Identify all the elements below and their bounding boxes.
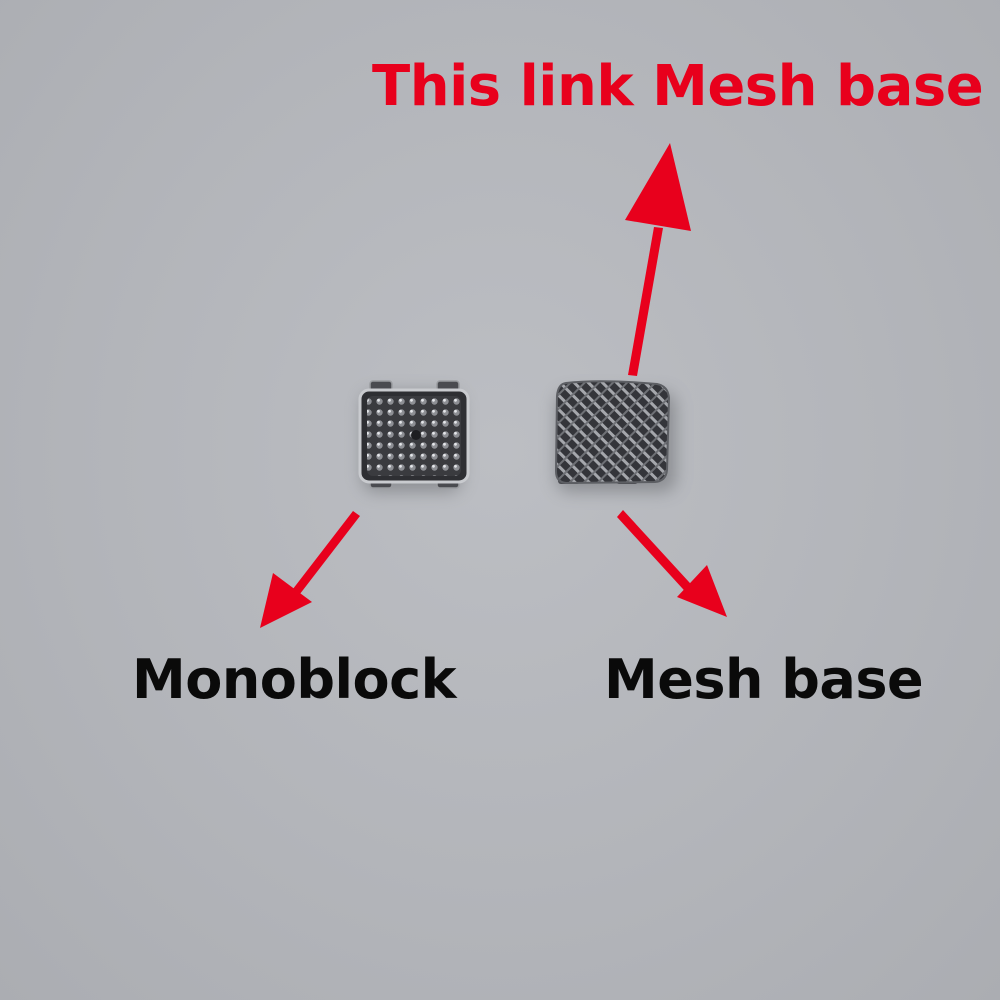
- arrow-up-icon: [625, 143, 691, 376]
- top-annotation-label: This link Mesh base: [372, 54, 984, 119]
- mesh-base-body: [554, 380, 671, 485]
- mesh-base-label: Mesh base: [604, 648, 924, 711]
- arrow-down-right-icon: [617, 510, 727, 617]
- mesh-base-bracket: [554, 380, 671, 485]
- monoblock-label: Monoblock: [132, 648, 457, 711]
- monoblock-bracket: [358, 380, 470, 489]
- monoblock-center-mark: [411, 430, 421, 440]
- arrow-down-left-icon: [260, 511, 360, 628]
